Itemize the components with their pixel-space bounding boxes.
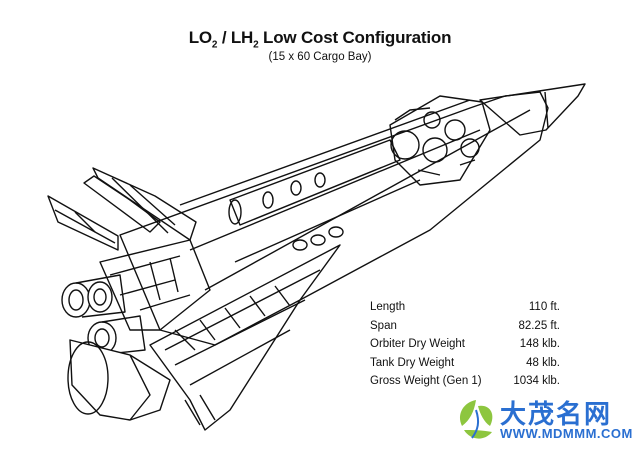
- watermark: 大茂名网 WWW.MDMMM.COM: [452, 392, 640, 452]
- spec-row-gross-weight: Gross Weight (Gen 1)1034 klb.: [370, 375, 560, 387]
- vertical-tail: [92, 167, 197, 241]
- fuselage-body: [119, 91, 549, 346]
- diagram-subtitle: (15 x 60 Cargo Bay): [268, 51, 372, 63]
- main-engine-upper: [61, 282, 91, 318]
- left-wing: [47, 195, 119, 251]
- right-wing: [149, 244, 341, 431]
- diagram-title: LO2 / LH2 Low Cost Configuration: [188, 28, 452, 51]
- cargo-bay-tank: [229, 139, 401, 226]
- main-engine-right: [87, 281, 113, 313]
- body-flap: [69, 339, 151, 421]
- external-tank-nose: [479, 83, 586, 136]
- watermark-name: 大茂名网: [500, 400, 613, 430]
- watermark-url: WWW.MDMMM.COM: [500, 426, 633, 441]
- leaf-logo-icon: [459, 400, 493, 439]
